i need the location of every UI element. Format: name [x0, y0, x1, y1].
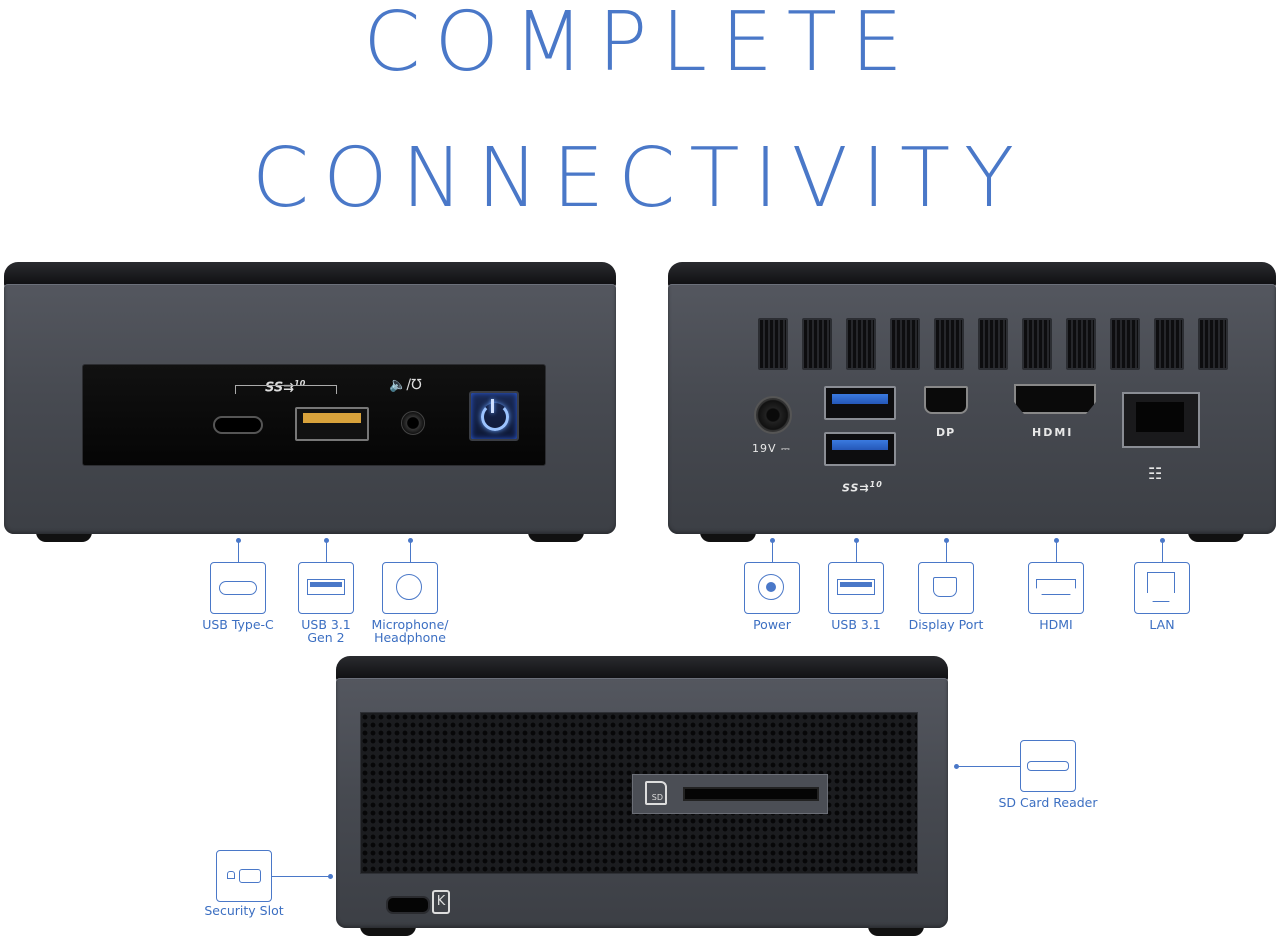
- callout-usb-3-1: USB 3.1: [806, 538, 906, 648]
- callout-label: LAN: [1149, 617, 1175, 632]
- callout-label: SD Card Reader: [998, 795, 1098, 810]
- callout-lan: LAN: [1112, 538, 1212, 648]
- callout-label: HDMI: [1039, 617, 1073, 632]
- device-lid: [668, 262, 1276, 288]
- usb-speed-logo: SS⇉10: [842, 480, 883, 495]
- hdmi-port-icon: [1028, 562, 1084, 614]
- device-chassis: 19V ⎓ SS⇉10 DP HDMI ☷: [668, 284, 1276, 534]
- usb-c-port: [213, 416, 263, 434]
- device-chassis: SS⇉10 🔈/℧: [4, 284, 616, 534]
- power-rating-label: 19V ⎓: [752, 442, 791, 455]
- usb-a-port-icon: [298, 562, 354, 614]
- usb-a-port-blue: [824, 386, 896, 420]
- kensington-lock-slot: [386, 896, 430, 914]
- usb-ss-mark: SS⇉: [842, 481, 870, 495]
- callout-label: Display Port: [908, 617, 984, 632]
- display-port-logo: DP: [936, 426, 956, 439]
- callout-power: Power: [722, 538, 822, 648]
- hdmi-port: [1014, 384, 1096, 414]
- usb-ss-mark: SS⇉: [265, 380, 295, 396]
- lan-port-icon: [1134, 562, 1190, 614]
- headline-line-1: COMPLETE: [363, 0, 917, 90]
- audio-logo: 🔈/℧: [389, 377, 422, 393]
- mini-pc-rear-view: 19V ⎓ SS⇉10 DP HDMI ☷: [668, 262, 1276, 542]
- usb-a-port-icon: [828, 562, 884, 614]
- usb-a-port-blue: [824, 432, 896, 466]
- usb-speed-number: 10: [294, 379, 306, 388]
- callout-sd-card-reader: SD Card Reader: [998, 716, 1098, 816]
- device-chassis: SD K: [336, 678, 948, 928]
- power-jack-icon: [744, 562, 800, 614]
- callout-dot: [328, 874, 333, 879]
- callout-label: Power: [753, 617, 791, 632]
- headline-line-2: CONNECTIVITY: [251, 131, 1029, 226]
- audio-jack: [401, 411, 425, 435]
- ethernet-port: [1122, 392, 1200, 448]
- device-lid: [4, 262, 616, 288]
- callout-security-slot: Security Slot: [194, 826, 294, 926]
- audio-jack-icon: [382, 562, 438, 614]
- callout-line: [272, 876, 330, 877]
- callout-display-port: Display Port: [896, 538, 996, 648]
- callout-dot: [954, 764, 959, 769]
- usb-speed-logo: SS⇉10: [265, 379, 305, 395]
- cooling-vents: [758, 318, 1228, 370]
- usb-speed-number: 10: [869, 480, 883, 489]
- sd-card-slot-icon: [1020, 740, 1076, 792]
- usb-c-port-icon: [210, 562, 266, 614]
- power-button[interactable]: [469, 391, 519, 441]
- device-lid: [336, 656, 948, 682]
- usb-group-bracket: [235, 385, 337, 394]
- sd-card-slot: SD: [632, 774, 828, 814]
- display-port-icon: [918, 562, 974, 614]
- kensington-lock-icon: K: [432, 890, 450, 914]
- callout-label: Security Slot: [204, 903, 284, 918]
- callout-line: [958, 766, 1020, 767]
- callout-label: Microphone/Headphone: [371, 617, 449, 645]
- callout-usb-type-c: USB Type-C: [188, 538, 288, 648]
- mini-pc-side-view: SD K: [336, 656, 948, 936]
- front-port-panel: SS⇉10 🔈/℧: [82, 364, 546, 466]
- dc-power-jack: [754, 396, 792, 434]
- mini-display-port: [924, 386, 968, 414]
- usb-a-port-yellow: [295, 407, 369, 441]
- callout-label: USB Type-C: [202, 617, 274, 632]
- security-lock-icon: [216, 850, 272, 902]
- sd-card-icon: SD: [645, 781, 667, 805]
- callout-hdmi: HDMI: [1006, 538, 1106, 648]
- callout-microphone-headphone: Microphone/Headphone: [360, 538, 460, 648]
- callout-label: USB 3.1: [831, 617, 881, 632]
- mini-pc-front-view: SS⇉10 🔈/℧: [4, 262, 616, 542]
- power-icon: [481, 403, 509, 431]
- hdmi-logo: HDMI: [1032, 426, 1074, 439]
- lan-logo: ☷: [1148, 464, 1164, 483]
